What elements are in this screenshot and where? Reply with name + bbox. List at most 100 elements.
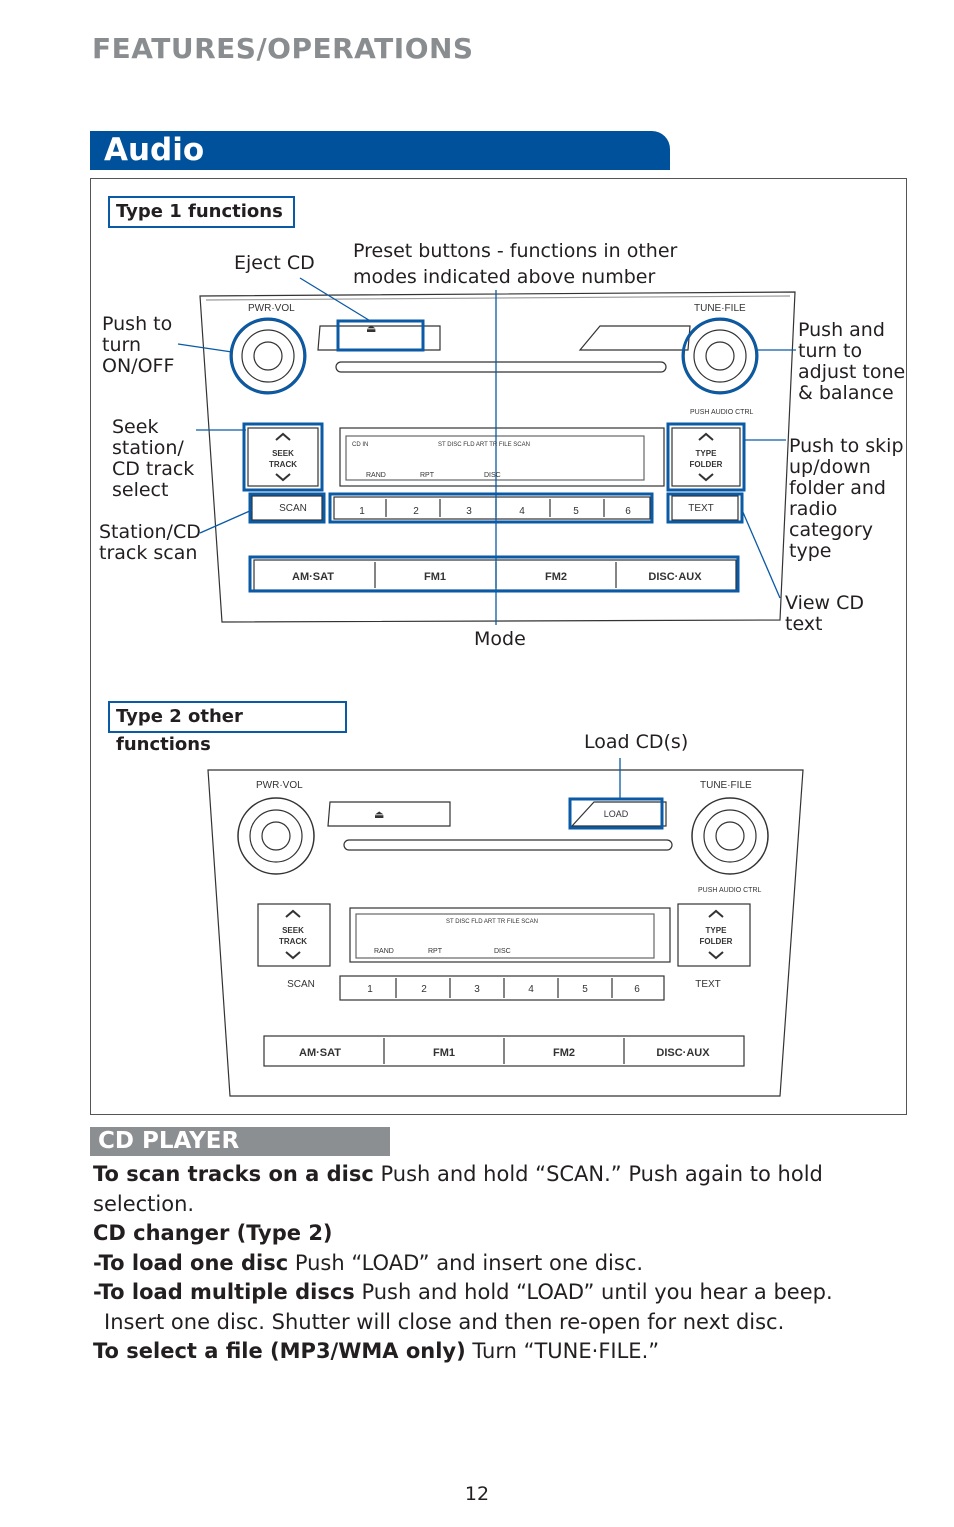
cd-player-title: CD PLAYER — [98, 1128, 240, 1154]
display-top-2: ST DISC FLD ART TR FILE SCAN — [446, 919, 538, 925]
radio-diagrams: PWR·VOL TUNE·FILE PUSH AUDIO CTRL SEEK T… — [177, 277, 804, 1097]
radio-type2 — [207, 769, 804, 1097]
label-skip-4: radio — [789, 498, 838, 520]
preset-2: 2 — [413, 506, 419, 517]
label-skip-1: Push to skip — [789, 435, 904, 457]
push-audio-ctrl-label-2: PUSH AUDIO CTRL — [698, 887, 762, 894]
scan-text: Push and hold “SCAN.” Push again to hold — [373, 1162, 823, 1186]
type2-highlights — [568, 797, 664, 830]
load-button-label: LOAD — [604, 809, 629, 819]
pwr-vol-label-2: PWR·VOL — [256, 780, 303, 791]
label-load: Load CD(s) — [584, 731, 689, 753]
text-button-label-2: TEXT — [695, 979, 721, 990]
radio-type1 — [199, 291, 796, 623]
changer-heading: CD changer (Type 2) — [93, 1221, 333, 1245]
label-scan-1: Station/CD — [99, 521, 201, 543]
display-top: ST DISC FLD ART TR FILE SCAN — [438, 442, 530, 448]
label-tone-4: & balance — [798, 382, 894, 404]
scan-heading: To scan tracks on a disc — [93, 1162, 374, 1186]
type-label-2b: FOLDER — [700, 937, 733, 946]
display-rpt-2: RPT — [428, 948, 443, 955]
label-skip-5: category — [789, 519, 873, 541]
label-push-on-2: turn — [102, 334, 142, 356]
label-mode: Mode — [474, 628, 526, 650]
type1-highlights — [229, 317, 759, 593]
type-label-1: TYPE — [696, 449, 718, 458]
type1-tag: Type 1 functions — [108, 196, 295, 228]
preset-2-5: 5 — [582, 984, 588, 995]
eject-icon: ⏏ — [366, 323, 376, 335]
pwr-vol-label: PWR·VOL — [248, 303, 295, 314]
mode-2-am-sat: AM·SAT — [299, 1047, 341, 1059]
seek-label-2a: SEEK — [282, 926, 304, 935]
section-header: FEATURES/OPERATIONS — [92, 32, 474, 65]
text-button-label: TEXT — [688, 503, 714, 514]
file-heading: To select a file (MP3/WMA only) — [93, 1339, 466, 1363]
label-tone-2: turn to — [798, 340, 863, 362]
label-skip-2: up/down — [789, 456, 871, 478]
audio-title-bar — [90, 131, 670, 170]
diagram-panel — [90, 178, 907, 1115]
preset-2-2: 2 — [421, 984, 427, 995]
label-seek-4: select — [112, 479, 169, 501]
load-one-text: Push “LOAD” and insert one disc. — [288, 1250, 644, 1275]
type-label-2a: TYPE — [706, 926, 728, 935]
label-skip-6: type — [789, 540, 832, 562]
display-disc-2: DISC — [494, 948, 511, 955]
mode-2-fm2: FM2 — [553, 1047, 575, 1059]
mode-disc-aux: DISC·AUX — [648, 571, 702, 583]
label-preset-1: Preset buttons - functions in other — [353, 240, 678, 262]
load-one-heading: -To load one disc — [93, 1250, 289, 1275]
preset-6: 6 — [625, 506, 631, 517]
display-disc: DISC — [484, 472, 501, 479]
display-rand: RAND — [366, 472, 386, 479]
label-seek-2: station/ — [112, 437, 184, 459]
label-tone-1: Push and — [798, 319, 885, 341]
seek-label-1: SEEK — [272, 449, 294, 458]
preset-2-1: 1 — [367, 984, 373, 995]
label-preset-2: modes indicated above number — [353, 266, 656, 288]
push-audio-ctrl-label: PUSH AUDIO CTRL — [690, 409, 754, 416]
cd-player-instructions: To scan tracks on a disc Push and hold “… — [93, 1160, 873, 1367]
label-push-on-1: Push to — [102, 313, 173, 335]
page-number: 12 — [464, 1483, 490, 1505]
preset-3: 3 — [466, 506, 472, 517]
label-view-1: View CD — [785, 592, 865, 614]
label-tone-3: adjust tone — [798, 361, 906, 383]
type2-tag: Type 2 other functions — [108, 701, 347, 755]
label-eject-cd: Eject CD — [234, 252, 315, 274]
scan-button-label-2: SCAN — [287, 979, 315, 990]
label-skip-3: folder and — [789, 477, 886, 499]
scan-button-label: SCAN — [279, 503, 307, 514]
preset-5: 5 — [573, 506, 579, 517]
eject-icon-2: ⏏ — [374, 809, 384, 821]
preset-4: 4 — [519, 506, 525, 517]
seek-label-2: TRACK — [269, 460, 297, 469]
mode-am-sat: AM·SAT — [292, 571, 334, 583]
label-view-2: text — [785, 613, 823, 635]
load-multi-heading: -To load multiple discs — [93, 1280, 355, 1304]
preset-1: 1 — [359, 506, 365, 517]
mode-2-disc-aux: DISC·AUX — [656, 1047, 710, 1059]
mode-2-fm1: FM1 — [433, 1047, 455, 1059]
load-multi-text: Push and hold “LOAD” until you hear a be… — [354, 1280, 833, 1304]
seek-label-2b: TRACK — [279, 937, 307, 946]
display-cd-in: CD IN — [352, 442, 368, 448]
display-rand-2: RAND — [374, 948, 394, 955]
display-rpt: RPT — [420, 472, 435, 479]
file-text: Turn “TUNE·FILE.” — [465, 1339, 660, 1363]
preset-2-3: 3 — [474, 984, 480, 995]
tune-file-label: TUNE·FILE — [694, 303, 746, 314]
tune-file-label-2: TUNE·FILE — [700, 780, 752, 791]
type1-leaders — [177, 277, 796, 625]
scan-text-2: selection. — [93, 1191, 195, 1216]
type-label-2: FOLDER — [690, 460, 723, 469]
mode-fm1: FM1 — [424, 571, 446, 583]
preset-2-4: 4 — [528, 984, 534, 995]
label-scan-2: track scan — [99, 542, 198, 564]
load-multi-text-2: Insert one disc. Shutter will close and … — [104, 1309, 785, 1334]
label-push-on-3: ON/OFF — [102, 355, 175, 377]
preset-2-6: 6 — [634, 984, 640, 995]
cd-player-bar — [90, 1127, 390, 1156]
mode-fm2: FM2 — [545, 571, 567, 583]
